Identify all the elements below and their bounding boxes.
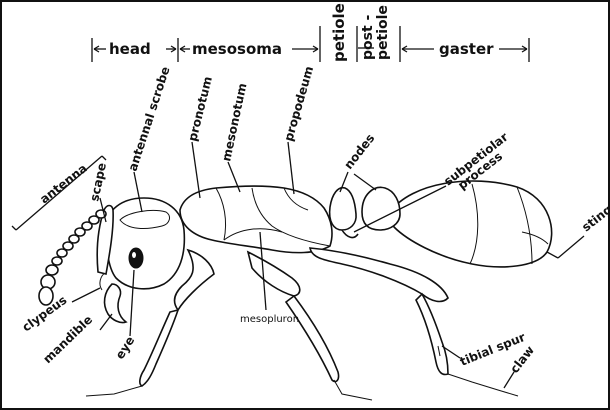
segment-head-label: head [109, 40, 151, 58]
segment-mesosoma-label: mesosoma [192, 40, 282, 58]
segment-petiole-label: petiole [330, 3, 348, 62]
segment-bar: head mesosoma petiole post - petiole gas… [92, 3, 529, 62]
segment-postpetiole-line1: post - [360, 14, 376, 60]
label-propodeum: propodeum [281, 65, 316, 143]
eye [129, 248, 143, 268]
label-antenna: antenna [37, 161, 90, 206]
segment-postpetiole-line2: petiole [375, 5, 391, 60]
label-mandible: mandible [40, 313, 95, 367]
gaster [390, 181, 552, 267]
ant-body [39, 181, 558, 400]
segment-gaster-label: gaster [439, 40, 494, 58]
label-scape: scape [87, 161, 109, 202]
label-pronotum: pronotum [185, 75, 215, 143]
mandible [105, 284, 126, 323]
label-mesonotum: mesonotum [219, 82, 249, 163]
label-sting: sting [579, 202, 608, 234]
petiole-node [330, 188, 356, 230]
mesosoma [180, 186, 332, 253]
label-eye: eye [113, 334, 138, 362]
head [106, 198, 184, 289]
label-mesopluron: mesopluron [240, 314, 299, 325]
label-antennal-scrobe: antennal scrobe [126, 65, 173, 173]
postpetiole-node [362, 187, 400, 230]
label-nodes: nodes [341, 131, 377, 172]
